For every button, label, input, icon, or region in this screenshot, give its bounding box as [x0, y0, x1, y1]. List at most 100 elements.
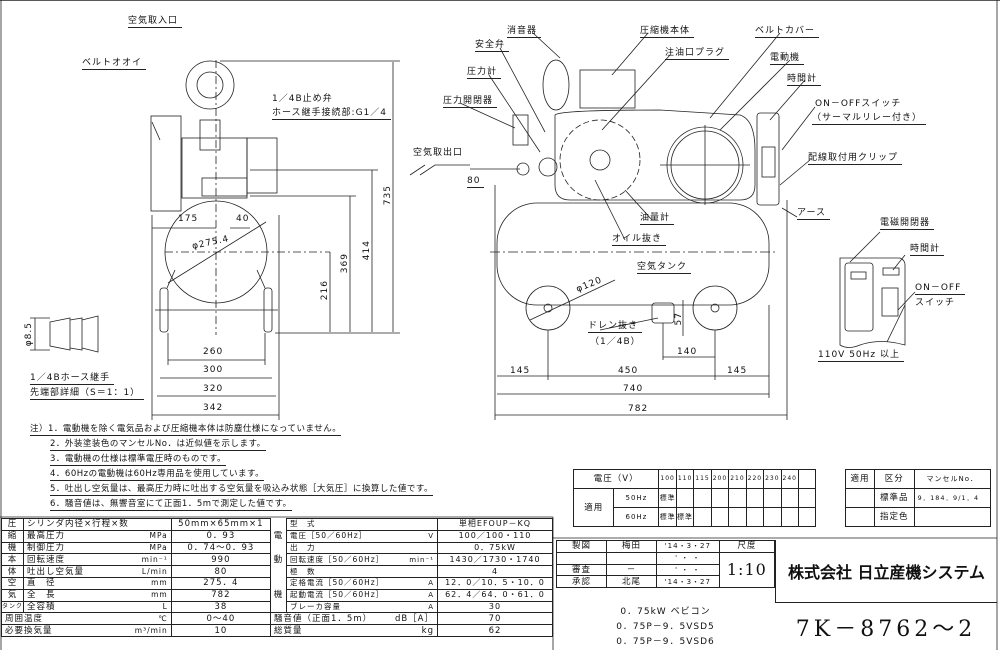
motor-unit: kg [390, 624, 439, 637]
dim-140: 140 [677, 347, 698, 357]
dim-320: 320 [203, 384, 224, 394]
silencer-label: 消音器 [507, 26, 542, 38]
motor-item: 騒音値（正面1．5m） [270, 612, 391, 626]
spec-item: 制御圧力 [23, 541, 132, 555]
voltage-0: 100 [658, 469, 677, 489]
dim-175: 175 [178, 214, 199, 224]
spec-value: 782 [170, 588, 272, 602]
standard-value: 9．184．9/1．4 [913, 488, 992, 508]
spec-value: 990 [170, 553, 272, 567]
safety-valve-label: 安全弁 [475, 40, 510, 52]
spec-unit [131, 518, 172, 531]
spec-value: 0．93 [170, 529, 272, 543]
air-tank-label: 空気タンク [637, 262, 692, 274]
motor-value: 62 [437, 624, 553, 637]
earth-label: アース [797, 208, 831, 220]
motor-unit: A [390, 588, 439, 602]
spec-value: 0．74～0．93 [170, 541, 272, 555]
motor-row: 出 力 0．75kW [270, 541, 553, 555]
thermal-relay-label: （サーマルリレー付き） [812, 113, 927, 125]
dim-782: 782 [628, 404, 649, 414]
company-name: 株式会社 日立産機システム [775, 540, 997, 603]
spec-group: 本 [0, 553, 25, 567]
motor-unit [390, 541, 439, 555]
hz60-cell [763, 507, 782, 527]
approve-by: 北尾 [606, 575, 657, 589]
motor-group [270, 601, 287, 613]
hose-detail-title: 1／4Bホース継手 [30, 373, 115, 385]
hz50-cell [693, 488, 712, 508]
standard-label: 標準品 [873, 488, 915, 508]
approve-label: 承認 [556, 575, 607, 589]
motor-value: 62．4／64．0・61．0 [437, 588, 553, 602]
voltage-4: 210 [728, 469, 747, 489]
spec-unit: mm [131, 576, 172, 590]
spec-value: 50mm×65mm×1 [170, 518, 272, 531]
spec-item: シリンダ内径×行程×数 [23, 518, 132, 531]
motor-value: 12．0／10．5・10．0 [437, 576, 553, 590]
note-5: 5．吐出し空気量は、最高圧力時に吐出する空気量を吸込み状態［大気圧］に換算した値… [50, 484, 434, 496]
dim-300: 300 [203, 365, 224, 375]
hose-joint-label: ホース継手接続部:G1／4 [272, 108, 392, 120]
hz50-cell [728, 488, 747, 508]
oil-drain-label: オイル抜き [612, 234, 667, 246]
motor-row: 騒音値（正面1．5m）dB［A］70 [270, 612, 553, 626]
hz50-cell [710, 488, 730, 508]
hz50-cell [763, 488, 782, 508]
drawn-by: 梅田 [606, 540, 657, 553]
hz60-cell [728, 507, 747, 527]
compressor-body-label: 圧縮機本体 [640, 26, 695, 38]
dim-260: 260 [203, 347, 224, 357]
spec-value: 10 [170, 624, 272, 637]
spec-value: 38 [170, 600, 272, 614]
hz50-label: 50Hz [613, 488, 660, 508]
model-2: 0．75P－9．5VSD5 [616, 622, 715, 632]
spec-value: 275．4 [170, 576, 272, 590]
motor-value: 1430／1730・1740 [437, 553, 553, 567]
dim-735: 735 [383, 185, 393, 206]
panel-switch-label: スイッチ [915, 298, 956, 308]
pressure-switch-label: 圧力開閉器 [443, 96, 498, 108]
dim-hose-dia: φ8.5 [24, 322, 34, 347]
motor-unit: V [390, 529, 439, 543]
spec-unit: MPa [131, 541, 172, 555]
apply-label: 適用 [572, 488, 615, 527]
dim-740: 740 [623, 384, 644, 394]
side-view [30, 60, 400, 420]
motor-group: 電 [270, 530, 287, 543]
hz60-cell [693, 507, 712, 527]
note-2: 2．外装塗装色のマンセルNo．は近似値を示します。 [50, 439, 266, 451]
spec-item: 全容積 [23, 600, 132, 614]
hz50-cell [745, 488, 765, 508]
blank-date: ' ・ ・ [656, 551, 720, 565]
dim-80: 80 [467, 176, 485, 188]
drain-label: ドレン抜き [588, 321, 643, 333]
spec-item: 全 長 [23, 588, 132, 602]
motor-value: 70 [437, 612, 553, 626]
motor-item: 出 力 [286, 541, 391, 555]
dim-216: 216 [320, 280, 330, 301]
model-3: 0．75P－9．5VSD6 [616, 637, 715, 647]
motor-item: 型 式 [286, 518, 391, 531]
motor-value: 0．75kW [437, 541, 553, 555]
panel-timer-label: 時間計 [910, 244, 945, 256]
motor-unit: dB［A］ [390, 612, 439, 626]
motor-item: 総質量 [270, 624, 391, 637]
approve-date: '14・3・27 [656, 575, 720, 589]
magnetic-switch-label: 電磁開閉器 [880, 218, 935, 230]
motor-value: 単相EFOUP－KQ [437, 518, 553, 531]
spec-item: 直 径 [23, 576, 132, 590]
air-outlet-label: 空気取出口 [413, 148, 464, 158]
motor-group: 機 [270, 589, 287, 602]
hz60-cell [780, 507, 800, 527]
voltage-2: 115 [693, 469, 712, 489]
